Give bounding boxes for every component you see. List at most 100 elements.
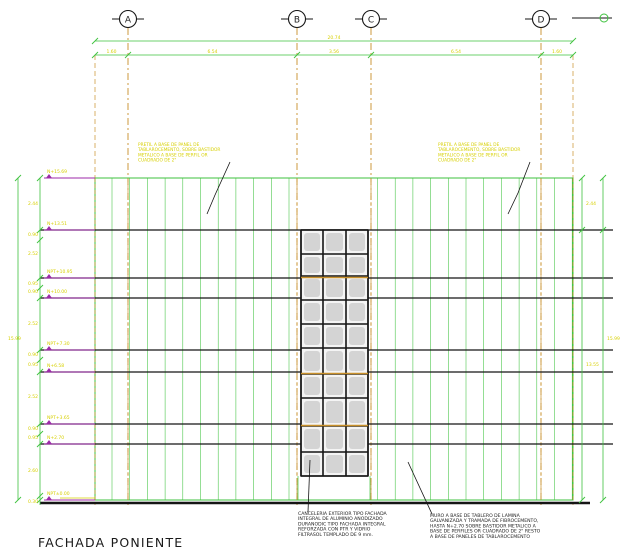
level-marker: N+15.69 [44,169,95,179]
note-line: REFORZADA CON PTR Y VIDRIO [298,527,371,533]
level-text: NPT+7.30 [47,341,70,347]
level-arrow-icon [46,174,52,178]
section-marker-icon [572,13,612,23]
level-marker: N+13.51 [44,221,95,231]
dim-tick [91,51,99,59]
left-dim-text: 0.90 [28,289,38,295]
left-total-text: 15.99 [8,336,21,342]
leader-line [507,161,531,215]
left-dim-text: 2.52 [28,394,38,400]
glass-pane [326,279,343,297]
glass-pane [326,351,343,371]
right-dim-tick [599,496,607,504]
note-line: GALVANIZADA Y TRAMADA DE FIBROCEMENTO, [430,518,539,524]
glass-pane [304,257,320,273]
dim-tick [124,51,132,59]
glass-pane [304,455,320,473]
level-marker: N+6.58 [44,363,95,373]
axis-label: C [368,16,374,26]
note-line: CUADRADO DE 2" [138,158,176,164]
glass-pane [349,279,365,297]
note-line: FILTRASOL TEMPLADO DE 9 mm. [298,532,373,538]
axis-bubble-D: D [525,9,557,29]
note-line: CANCELERIA EXTERIOR TIPO FACHADA [298,511,388,517]
dim-tick [569,37,577,45]
left-dim-text: 0.90 [28,232,38,238]
note-line: BASE DE PERFILES OR CUADRADO DE 2" RESTO [430,529,541,535]
dim-tick [367,51,375,59]
axis-circle [118,9,138,29]
glass-pane [349,429,365,449]
left-dim-tick [36,356,44,364]
axis-bubble-C: C [355,9,387,29]
level-marker: NPT±0.00 [44,491,95,501]
glass-pane [326,327,343,345]
note-muro: MURO A BASE DE TABLERO DE LAMINAGALVANIZ… [407,461,541,540]
level-marker: N+2.70 [44,435,95,445]
glass-pane [326,377,343,395]
left-dim-tick [36,430,44,438]
note-line: MURO A BASE DE TABLERO DE LAMINA [430,513,521,519]
glass-pane [304,279,320,297]
left-dim-tick [36,368,44,376]
note-pretil-left: PRETIL A BASE DE PANEL DETABLAROCEMENTO,… [137,142,231,215]
level-text: NPT+10.95 [47,269,73,275]
level-arrow-icon [46,294,52,298]
level-text: NPT+3.65 [47,415,70,421]
leader-line [307,459,311,513]
right-total-text: 15.99 [607,336,620,342]
left-dim-tick [36,226,44,234]
note-line: PRETIL A BASE DE PANEL DE [438,142,500,148]
note-line: A BASE DE PANELES DE TABLAROCEMENTO [430,534,530,540]
left-dim-tick [36,284,44,292]
level-arrow-icon [46,346,52,350]
dim-tick [537,51,545,59]
left-dim-text: 0.95 [28,362,38,368]
left-dim-tick [14,496,22,504]
axis-circle [531,9,551,29]
bay-dim-text: 3.56 [329,49,339,55]
glass-pane [326,257,343,273]
glass-pane [304,233,320,251]
leader-line [206,161,231,215]
curtain-wall [297,229,371,500]
annotation-notes: PRETIL A BASE DE PANEL DETABLAROCEMENTO,… [137,142,541,540]
note-line: PRETIL A BASE DE PANEL DE [138,142,200,148]
bay-dim-text: 1.60 [106,49,116,55]
leader-line [407,461,433,515]
level-arrow-icon [46,226,52,230]
glass-pane [349,257,365,273]
glass-pane [349,327,365,345]
glass-pane [349,233,365,251]
left-dim-text: 0.90 [28,352,38,358]
note-line: TABLAROCEMENTO, SOBRE BASTIDOR [137,147,220,153]
left-dim-text: 2.44 [28,201,38,207]
level-arrow-icon [46,274,52,278]
level-text: NPT±0.00 [47,491,70,497]
bay-dim-text: 6.54 [451,49,461,55]
glass-pane [304,351,320,371]
left-dim-text: 2.52 [28,251,38,257]
level-arrow-icon [46,368,52,372]
glass-pane [304,429,320,449]
left-dim-text: 2.52 [28,321,38,327]
glass-pane [326,233,343,251]
glass-pane [304,401,320,423]
left-dim-tick [36,236,44,244]
right-dim-tick [578,174,586,182]
left-dim-text: 0.90 [28,426,38,432]
note-line: HASTA N+2.70 SOBRE BASTIDOR METALICO A [430,523,537,529]
glass-pane [326,455,343,473]
note-line: INTEGRAL DE ALUMINIO ANODIZADO [298,516,383,522]
level-marker: NPT+3.65 [44,415,95,425]
axis-label: B [294,16,300,26]
left-dim-tick [36,346,44,354]
glass-pane [326,401,343,423]
note-pretil-right: PRETIL A BASE DE PANEL DETABLAROCEMENTO,… [437,142,531,215]
level-text: N+2.70 [47,435,64,441]
drawing-title: FACHADA PONIENTE [38,535,184,550]
note-line: CUADRADO DE 2" [438,158,476,164]
